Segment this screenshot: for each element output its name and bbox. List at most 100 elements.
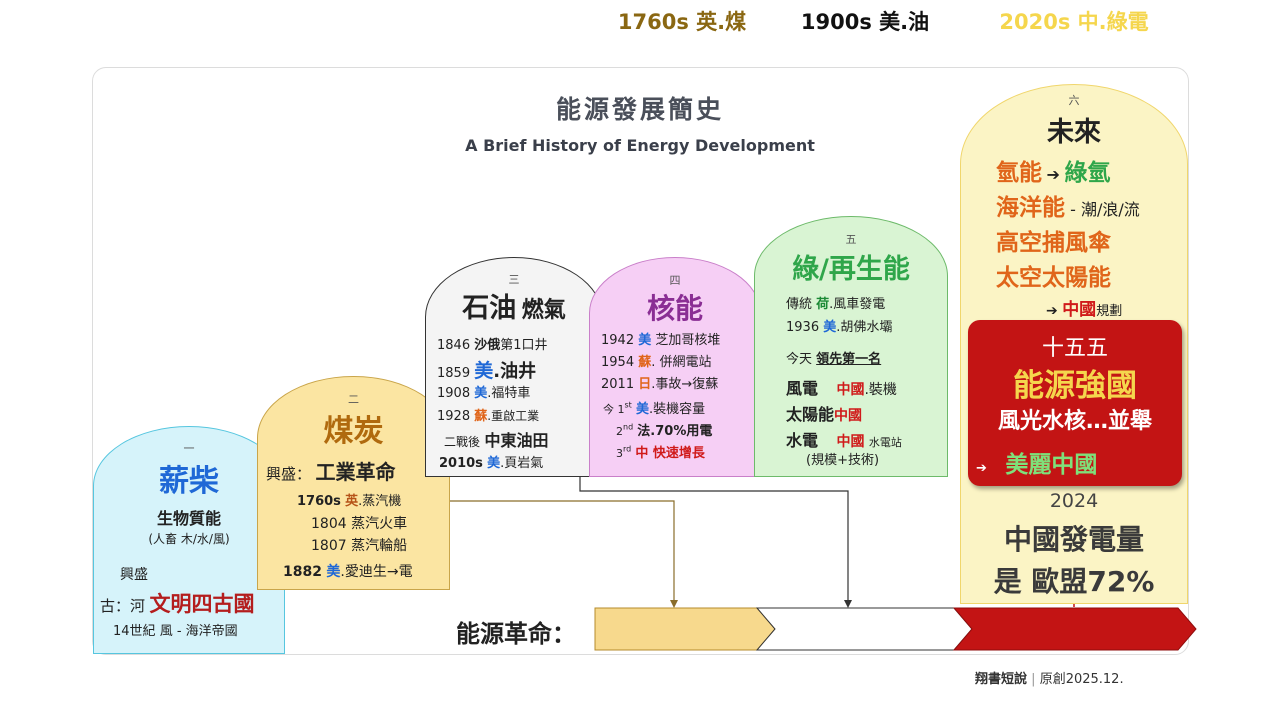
card-nuclear-line5: 2nd 法.70%用電 (616, 420, 712, 439)
oil-l4-year: 1928 (437, 409, 471, 424)
oil-l2-year: 1859 (437, 366, 471, 381)
card-renewable-line1: 傳統 荷.風車發電 (786, 293, 885, 312)
fut-l2-a: 海洋能 (996, 195, 1065, 221)
card-oil-number: 三 (508, 273, 520, 286)
oil-l1-main: 沙俄 (474, 338, 501, 353)
oil-l3-text: .福特車 (487, 386, 531, 401)
oil-l1-text: 第1口井 (500, 338, 548, 353)
card-renewable-line4: 風電 中國.裝機 (786, 375, 897, 399)
card-coal-rise: 興盛： 工業革命 (266, 456, 395, 485)
card-nuclear-number: 四 (669, 274, 681, 287)
coal-l1-country: 英 (345, 494, 359, 509)
plan-goal: 美麗中國 (1005, 452, 1098, 478)
stage1-arrow (594, 607, 776, 651)
card-renewable-line3: 今天 領先第一名 (786, 348, 881, 367)
plan-goal-row: ➔ 美麗中國 (976, 445, 1097, 479)
card-oil-line5: 二戰後 中東油田 (444, 427, 548, 451)
card-wood-ancient: 古：河 文明四古國 (100, 588, 254, 618)
card-nuclear-line4: 今 1st 美.裝機容量 (603, 398, 705, 417)
title-en: A Brief History of Energy Development (465, 136, 815, 155)
nuc-l1-year: 1942 (601, 333, 635, 348)
oil-l3-year: 1908 (437, 386, 471, 401)
coal-rise-prefix: 興盛： (266, 465, 312, 483)
coal-l4-country: 美 (326, 564, 341, 580)
ren-l4-b: 中國 (836, 382, 865, 398)
ancient-main: 文明四古國 (149, 592, 255, 616)
coal-rise-main: 工業革命 (315, 460, 396, 484)
card-renewable-line6: 水電 中國 水電站 (786, 427, 902, 451)
credit-note: 原創2025.12. (1039, 672, 1124, 687)
oil-l6-year: 2010s (439, 456, 483, 471)
oil-l5-prefix: 二戰後 (444, 435, 481, 449)
card-wood (93, 426, 285, 654)
ren-l5-b: 中國 (834, 408, 863, 424)
card-oil-title: 石油 燃氣 (425, 286, 603, 325)
c14-prefix: 14世紀 (113, 624, 156, 639)
card-renewable-title: 綠/再生能 (792, 254, 910, 285)
card-renewable-line2: 1936 美.胡佛水壩 (786, 316, 892, 335)
nuc-l5-prefix: 2 (616, 425, 623, 438)
ren-l1-text: .風車發電 (829, 297, 886, 312)
card-future-line1: 氫能 ➔ 綠氫 (996, 153, 1110, 187)
c14-main: 風 - 海洋帝國 (159, 624, 238, 639)
card-wood-sub2: (人畜 木/水/風) (148, 532, 230, 546)
ren-l2-text: .胡佛水壩 (836, 320, 893, 335)
oil-l1-year: 1846 (437, 338, 471, 353)
oil-l6-text: .頁岩氣 (500, 456, 544, 471)
nuc-l2-text: . 併網電站 (651, 355, 712, 370)
coal-l1-text: .蒸汽機 (358, 494, 402, 509)
card-coal (257, 376, 450, 590)
plan-goal-arrow: ➔ (976, 461, 987, 476)
credit-author: 翔書短說 (975, 672, 1028, 687)
ren-l3-text: 領先第一名 (816, 352, 882, 367)
card-coal-number: 二 (348, 393, 359, 406)
stat-line2: 是 歐盟72% (993, 565, 1155, 598)
ren-l2-year: 1936 (786, 320, 820, 335)
title-zh: 能源發展簡史 (555, 95, 724, 124)
nuc-l5-text: 法.70%用電 (637, 424, 713, 439)
china-plan-box (968, 320, 1182, 486)
stat-year: 2024 (1049, 490, 1099, 512)
card-oil-line6: 2010s 美.頁岩氣 (439, 452, 543, 471)
ren-l5-a: 太陽能 (786, 405, 835, 424)
fut-l1-a: 氫能 (996, 160, 1042, 186)
stage2-arrow (755, 607, 973, 651)
card-nuclear-line2: 1954 蘇. 併網電站 (601, 351, 712, 370)
nuc-l2-country: 蘇 (638, 355, 652, 370)
card-future-line2: 海洋能 - 潮/浪/流 (996, 188, 1140, 222)
nuc-l2-year: 1954 (601, 355, 635, 370)
oil-l3-country: 美 (474, 386, 488, 401)
coal-l4-text: .愛迪生→電 (340, 564, 413, 580)
nuc-l3-country: 日 (638, 377, 652, 392)
oil-l2-country: 美 (474, 360, 494, 382)
plan-title: 十五五 (1041, 336, 1108, 361)
title-block: 能源發展簡史 A Brief History of Energy Develop… (440, 90, 840, 155)
ancient-prefix: 古：河 (100, 597, 146, 615)
arrowhead-oil (844, 600, 852, 608)
card-coal-title: 煤炭 (323, 414, 384, 449)
oil-title-a: 石油 (462, 293, 517, 324)
card-nuclear-line6: 3rd 中 快速增長 (616, 442, 705, 461)
oil-l5-main: 中東油田 (484, 431, 549, 450)
oil-l2-text: .油井 (493, 361, 537, 382)
stage3-text: 2020s 中.綠電 (999, 10, 1149, 34)
card-coal-line2: 1804 蒸汽火車 (311, 516, 408, 532)
card-renewable-line5: 太陽能中國 (786, 401, 862, 425)
nuc-l4-sup: st (624, 400, 632, 410)
card-oil (425, 257, 603, 477)
oil-l4-country: 蘇 (474, 409, 488, 424)
ren-l4-c: .裝機 (864, 382, 897, 398)
card-coal-line4: 1882 美.愛迪生→電 (283, 561, 413, 581)
card-wood-c14: 14世紀 風 - 海洋帝國 (113, 620, 238, 639)
card-wood-title: 薪柴 (159, 464, 219, 499)
nuc-l5-sup: nd (623, 422, 634, 432)
ren-l2-country: 美 (823, 320, 837, 335)
card-renewable-line7: (規模+技術) (806, 453, 880, 468)
ren-l6-b: 中國 (836, 434, 865, 450)
card-nuclear-line1: 1942 美 芝加哥核堆 (601, 329, 720, 348)
card-nuclear-line3: 2011 日.事故→復蘇 (601, 373, 718, 392)
revolution-arrows (594, 607, 1197, 651)
card-future-line4: 太空太陽能 (996, 265, 1111, 291)
fut-l1-b: 綠氫 (1064, 160, 1111, 186)
